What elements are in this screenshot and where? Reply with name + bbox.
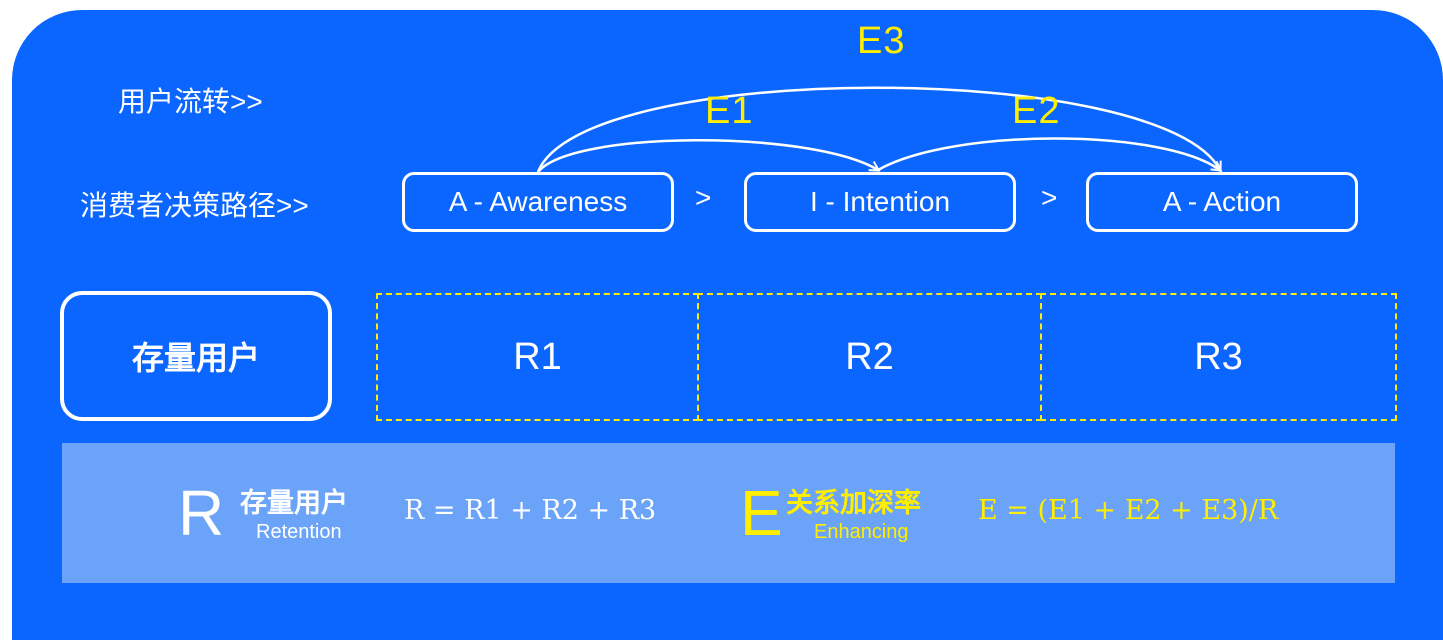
retention-title-cn: 存量用户 [240, 488, 348, 518]
enhancing-title-en: Enhancing [814, 521, 909, 543]
stage-awareness: A - Awareness [402, 172, 674, 232]
user-flow-label: 用户流转>> [118, 86, 263, 117]
edge-label-e3: E3 [857, 20, 906, 62]
formula-bar: R 存量用户 Retention R = R1 + R2 + R3 E 关系加深… [62, 443, 1395, 583]
enhancing-letter: E [740, 477, 783, 549]
stage-intention: I - Intention [744, 172, 1016, 232]
edge-e2-arrow [877, 137, 1220, 171]
retention-letter: R [178, 477, 225, 549]
enhancing-formula: E = (E1 + E2 + E3)/R [978, 495, 1279, 526]
stage-separator-1: > [695, 182, 712, 213]
retention-formula: R = R1 + R2 + R3 [404, 495, 657, 526]
r1-cell: R1 [376, 293, 699, 421]
enhancing-title-cn: 关系加深率 [786, 488, 921, 518]
edge-label-e1: E1 [705, 90, 754, 132]
flow-arrows [536, 86, 1443, 173]
edge-e3-arrow [536, 86, 1220, 172]
stage-action: A - Action [1086, 172, 1358, 232]
stock-users-box: 存量用户 [60, 291, 332, 421]
diagram-panel: E3 E1 E2 用户流转>> 消费者决策路径>> A - Awareness … [12, 10, 1443, 640]
decision-path-label: 消费者决策路径>> [80, 190, 309, 221]
edge-e1-arrow [537, 139, 878, 173]
edge-label-e2: E2 [1012, 90, 1061, 132]
r2-cell: R2 [697, 293, 1042, 421]
retention-title-en: Retention [256, 521, 342, 543]
stage-separator-2: > [1041, 182, 1058, 213]
r3-cell: R3 [1040, 293, 1397, 421]
